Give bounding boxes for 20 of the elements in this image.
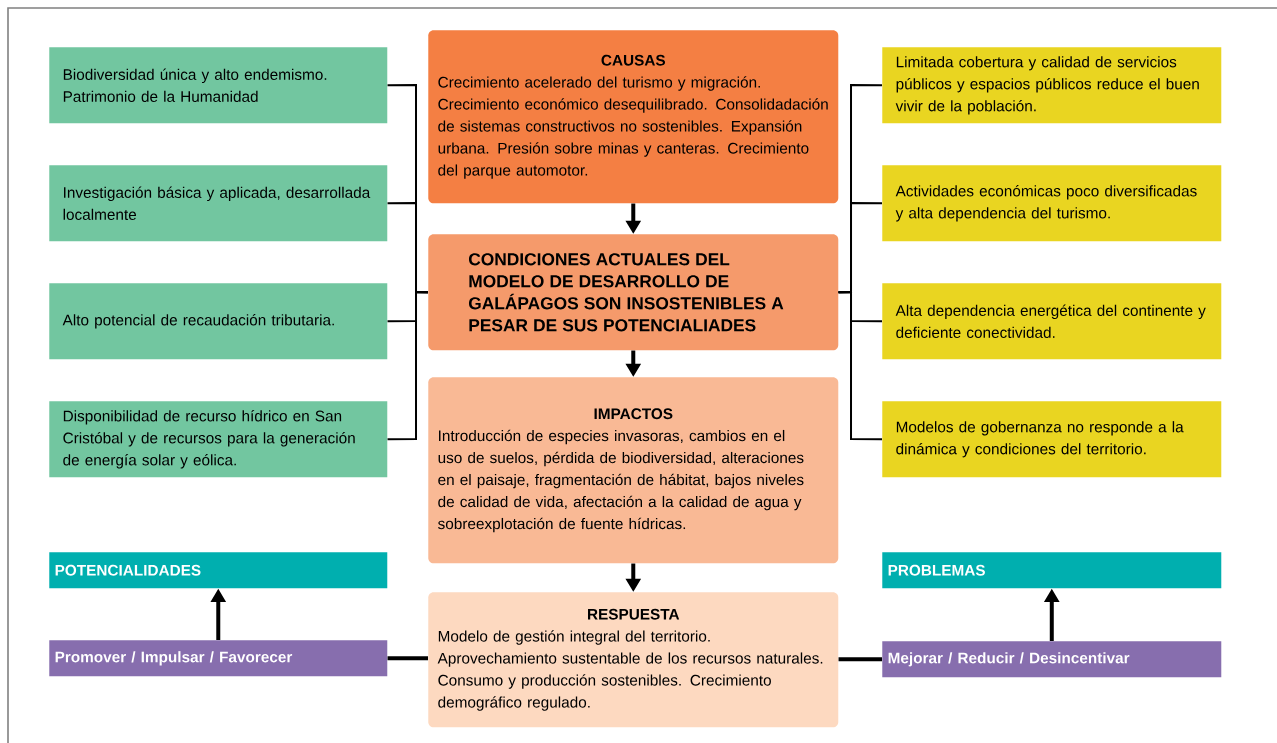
process-box: CAUSAS Crecimiento acelerado del turismo y migración. Crecimiento económico desequilibrado. Consolidadación de sistemas constructivos no sostenibles. Expansión urbana. Presión sobre minas y canteras. Crecimiento del parque automotor. — [428, 30, 839, 204]
connector-line — [387, 656, 428, 661]
text-box: Investigación básica y aplicada, desarrollada localmente — [49, 165, 388, 242]
category-box: PROBLEMAS — [882, 552, 1222, 589]
connector-line — [838, 657, 882, 662]
action-box: Promover / Impulsar / Favorecer — [49, 640, 388, 677]
text-box: Disponibilidad de recurso hídrico en San Cristóbal y de recursos para la generación de energía solar y eólica. — [49, 401, 388, 478]
process-box: RESPUESTA Modelo de gestión integral del territorio. Aprovechamiento sustentable de los recursos naturales. Consumo y producción sostenibles. Crecimiento demográfico regulado. — [428, 592, 839, 728]
text-box: Modelos de gobernanza no responde a la dinámica y condiciones del territorio. — [882, 401, 1222, 478]
category-box: POTENCIALIDADES — [49, 552, 388, 589]
connector-line — [837, 291, 883, 441]
text-box: Actividades económicas poco diversificadas y alta dependencia del turismo. — [882, 165, 1222, 242]
process-box: CONDICIONES ACTUALES DEL MODELO DE DESARROLLO DE GALÁPAGOS SON INSOSTENIBLES A PESAR DE SUS POTENCIALIADES — [428, 234, 839, 351]
text-box: Limitada cobertura y calidad de servicios públicos y espacios públicos reduce el buen vivir de la población. — [882, 47, 1222, 124]
connector-line — [386, 291, 429, 441]
text-box: Alta dependencia energética del continente y deficiente conectividad. — [882, 283, 1222, 360]
action-box: Mejorar / Reducir / Desincentivar — [882, 641, 1222, 678]
process-box: IMPACTOS Introducción de especies invasoras, cambios en el uso de suelos, pérdida de biodiversidad, alteraciones en el paisaje, fragmentación de hábitat, bajos niveles de calidad de vida, afectación a la calidad de agua y sobreexplotación de fuente hídricas. — [428, 377, 839, 564]
text-box: Alto potencial de recaudación tributaria. — [49, 283, 388, 360]
text-box: Biodiversidad única y alto endemismo. Patrimonio de la Humanidad — [49, 47, 388, 124]
